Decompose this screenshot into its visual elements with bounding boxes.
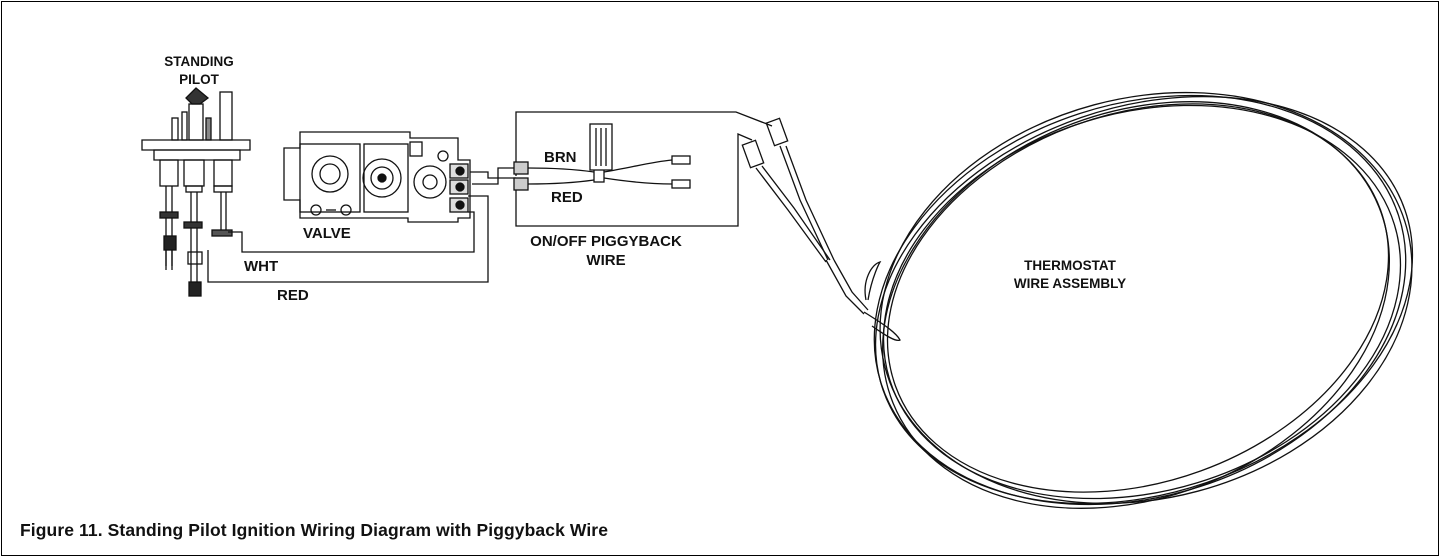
valve-label: VALVE	[303, 225, 351, 242]
thermostat-wire-coil	[864, 91, 1414, 509]
gas-valve	[283, 131, 471, 223]
thermostat-label-line1: THERMOSTAT	[1024, 258, 1116, 273]
standing-pilot-assembly	[141, 87, 251, 297]
piggyback-label-line2: WIRE	[586, 252, 625, 269]
pilot-wires	[207, 195, 489, 283]
piggyback-label-line1: ON/OFF PIGGYBACK	[530, 233, 682, 250]
figure-caption: Figure 11. Standing Pilot Ignition Wirin…	[20, 520, 609, 540]
red-pilot-wire-label: RED	[277, 287, 309, 304]
standing-pilot-label-line2: PILOT	[179, 72, 220, 87]
thermostat-connectors	[741, 117, 901, 342]
red-piggyback-wire-label: RED	[551, 189, 583, 206]
thermostat-label-line2: WIRE ASSEMBLY	[1014, 276, 1126, 291]
piggyback-wire-assembly	[470, 111, 773, 227]
brn-wire-label: BRN	[544, 149, 577, 166]
wht-wire-label: WHT	[244, 258, 278, 275]
standing-pilot-label-line1: STANDING	[164, 54, 234, 69]
